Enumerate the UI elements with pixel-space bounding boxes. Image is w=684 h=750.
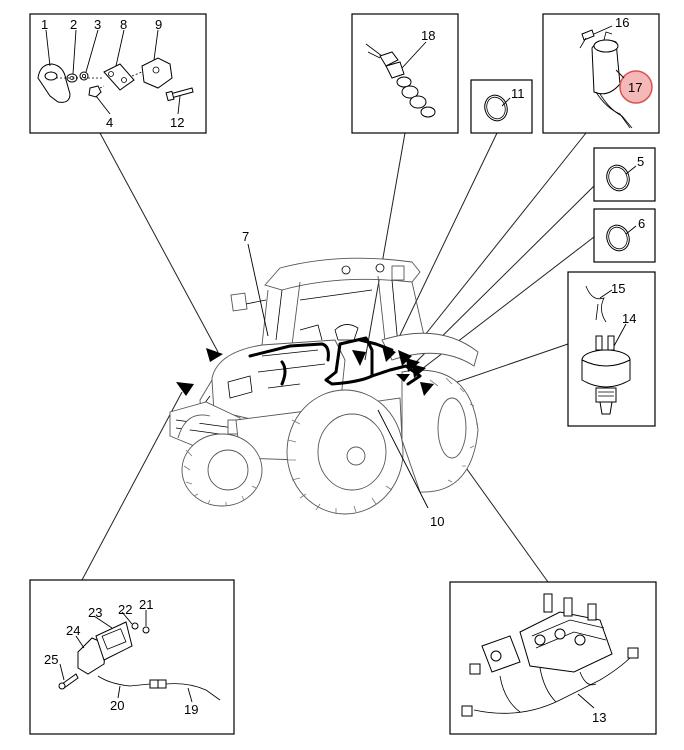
callout-label-15: 15: [611, 281, 625, 296]
callout-label-6: 6: [638, 216, 645, 231]
callout-label-7: 7: [242, 229, 249, 244]
callout-label-8: 8: [120, 17, 127, 32]
callout-label-22: 22: [118, 602, 132, 617]
detail-box-oring-5: 5: [593, 147, 656, 202]
callout-label-24: 24: [66, 623, 80, 638]
detail-box-bracket: 1 2 3 8 9 4 12: [29, 13, 207, 134]
callout-label-17: 17: [628, 80, 642, 95]
callout-label-10: 10: [430, 514, 444, 529]
callout-label-20: 20: [110, 698, 124, 713]
wiring-harness: [248, 336, 422, 386]
callout-label-14: 14: [622, 311, 636, 326]
callout-label-3: 3: [94, 17, 101, 32]
callout-label-23: 23: [88, 605, 102, 620]
callout-label-1: 1: [41, 17, 48, 32]
callout-arrows: [176, 346, 434, 396]
callout-label-12: 12: [170, 115, 184, 130]
callout-label-25: 25: [44, 652, 58, 667]
callout-highlight-17: [619, 70, 653, 104]
detail-box-lamp-19-25: 23 22 21 24 25 20 19: [29, 579, 235, 735]
callout-label-21: 21: [139, 597, 153, 612]
callout-label-18: 18: [421, 28, 435, 43]
callout-label-13: 13: [592, 710, 606, 725]
callout-label-5: 5: [637, 154, 644, 169]
tractor-illustration: [169, 257, 479, 515]
detail-box-oring-11: 11: [470, 79, 533, 134]
callout-label-19: 19: [184, 702, 198, 717]
detail-box-oring-6: 6: [593, 208, 656, 263]
detail-box-sensor-18: 18: [351, 13, 459, 134]
callout-label-2: 2: [70, 17, 77, 32]
callout-label-9: 9: [155, 17, 162, 32]
detail-box-switch-14-15: 15 14: [567, 271, 656, 427]
callout-label-11: 11: [511, 86, 525, 101]
callout-label-4: 4: [106, 115, 113, 130]
detail-box-sender-16-17: 16 17: [542, 13, 660, 134]
detail-box-valve-harness-13: 13: [449, 581, 657, 735]
callout-label-16: 16: [615, 15, 629, 30]
